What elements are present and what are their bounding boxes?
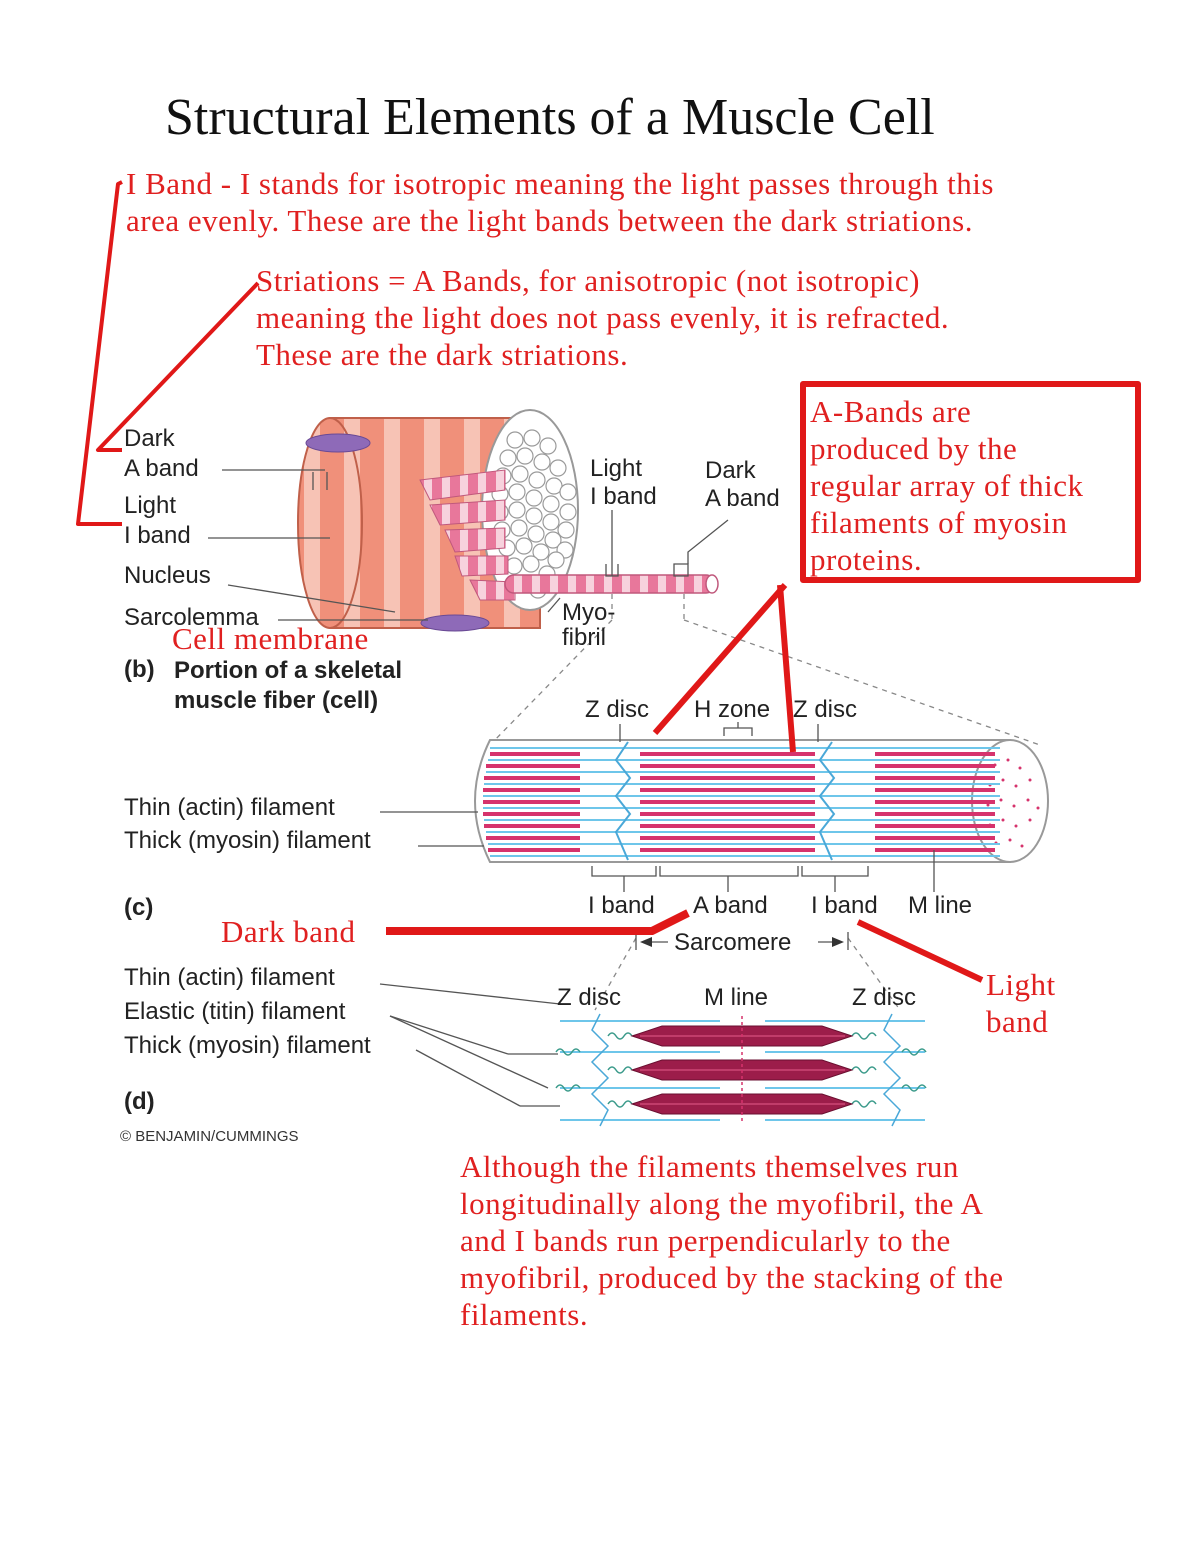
a-bands-note-line: produced by the bbox=[810, 430, 1084, 467]
striations-note: Striations = A Bands, for anisotropic (n… bbox=[256, 262, 949, 373]
label-line: fibril bbox=[562, 625, 615, 650]
label-line: A band bbox=[705, 485, 780, 513]
label-line: A band bbox=[124, 455, 199, 483]
label-line: Dark bbox=[124, 425, 199, 453]
label-line: Myo- bbox=[562, 600, 615, 625]
thick-filament-label-c: Thick (myosin) filament bbox=[124, 827, 371, 855]
myofibril-cylinder bbox=[475, 740, 1048, 862]
striations-note-line: meaning the light does not pass evenly, … bbox=[256, 299, 949, 336]
m-line-label-c: M line bbox=[908, 892, 972, 920]
myofibril-label: Myo- fibril bbox=[562, 600, 615, 650]
label-line: I band bbox=[590, 483, 657, 511]
thick-filament-label-d: Thick (myosin) filament bbox=[124, 1032, 371, 1060]
bottom-note-line: Although the filaments themselves run bbox=[460, 1148, 1004, 1185]
myofibril-rod bbox=[505, 575, 715, 593]
label-line: Light bbox=[590, 455, 657, 483]
nucleus-bottom bbox=[421, 615, 489, 631]
striations-note-line: These are the dark striations. bbox=[256, 336, 949, 373]
light-band-note-line: band bbox=[986, 1003, 1056, 1040]
striations-note-line: Striations = A Bands, for anisotropic (n… bbox=[256, 262, 949, 299]
nucleus-top bbox=[306, 434, 370, 452]
label-line: Light bbox=[124, 492, 191, 520]
a-bands-note-line: regular array of thick bbox=[810, 467, 1084, 504]
z-disc-right-label: Z disc bbox=[793, 696, 857, 724]
muscle-fiber-drawing bbox=[298, 410, 718, 631]
bottom-note-line: myofibril, produced by the stacking of t… bbox=[460, 1259, 1004, 1296]
label-line: Dark bbox=[705, 457, 780, 485]
myofibril-light-i-band-label: Light I band bbox=[590, 455, 657, 511]
h-zone-label: H zone bbox=[694, 696, 770, 724]
figure-d-letter: (d) bbox=[124, 1088, 155, 1116]
sarcomere-label: Sarcomere bbox=[674, 929, 791, 957]
copyright-credit: © BENJAMIN/CUMMINGS bbox=[120, 1128, 299, 1145]
i-band-note: I Band - I stands for isotropic meaning … bbox=[126, 165, 994, 239]
a-band-label: A band bbox=[693, 892, 768, 920]
figure-b-caption: Portion of a skeletal muscle fiber (cell… bbox=[174, 656, 402, 716]
i-band-note-line: area evenly. These are the light bands b… bbox=[126, 202, 994, 239]
a-bands-note-box: A-Bands are produced by the regular arra… bbox=[810, 393, 1084, 578]
thin-filament-label-d: Thin (actin) filament bbox=[124, 964, 335, 992]
sarcomere-leaders bbox=[380, 984, 560, 1106]
myofibril-dark-a-band-label: Dark A band bbox=[705, 457, 780, 513]
myofibril-rod-end bbox=[706, 575, 718, 593]
bottom-note: Although the filaments themselves run lo… bbox=[460, 1148, 1004, 1333]
light-i-band-label: Light I band bbox=[124, 492, 191, 550]
bottom-note-line: filaments. bbox=[460, 1296, 1004, 1333]
figure-c-letter: (c) bbox=[124, 894, 153, 922]
caption-line: muscle fiber (cell) bbox=[174, 686, 402, 716]
nucleus-label: Nucleus bbox=[124, 562, 211, 590]
thin-filament-label-c: Thin (actin) filament bbox=[124, 794, 335, 822]
elastic-filament-label: Elastic (titin) filament bbox=[124, 998, 345, 1026]
i-band-left-label: I band bbox=[588, 892, 655, 920]
z-disc-left-label: Z disc bbox=[585, 696, 649, 724]
a-bands-note-line: A-Bands are bbox=[810, 393, 1084, 430]
light-band-note-line: Light bbox=[986, 966, 1056, 1003]
label-line: I band bbox=[124, 522, 191, 550]
light-band-note: Light band bbox=[986, 966, 1056, 1040]
cell-membrane-note: Cell membrane bbox=[172, 620, 369, 657]
caption-line: Portion of a skeletal bbox=[174, 656, 402, 686]
figure-b-letter: (b) bbox=[124, 656, 155, 684]
bottom-note-line: longitudinally along the myofibril, the … bbox=[460, 1185, 1004, 1222]
m-line-label-d: M line bbox=[704, 984, 768, 1012]
dark-a-band-label: Dark A band bbox=[124, 425, 199, 483]
z-disc-right-label-d: Z disc bbox=[852, 984, 916, 1012]
dark-band-note: Dark band bbox=[221, 913, 355, 950]
bottom-note-line: and I bands run perpendicularly to the bbox=[460, 1222, 1004, 1259]
z-disc-left-label-d: Z disc bbox=[557, 984, 621, 1012]
page-title: Structural Elements of a Muscle Cell bbox=[165, 88, 935, 147]
i-band-note-line: I Band - I stands for isotropic meaning … bbox=[126, 165, 994, 202]
i-band-right-label: I band bbox=[811, 892, 878, 920]
a-bands-note-line: proteins. bbox=[810, 541, 1084, 578]
a-bands-note-line: filaments of myosin bbox=[810, 504, 1084, 541]
sarcomere-detail bbox=[556, 1014, 926, 1126]
